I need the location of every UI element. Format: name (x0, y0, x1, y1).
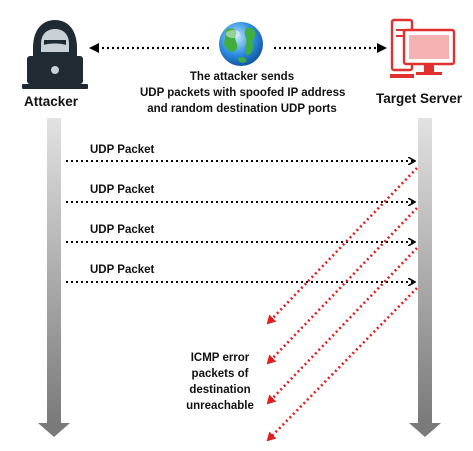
icmp-arrow-1 (266, 167, 418, 325)
description-line-3: and random destination UDP ports (147, 103, 337, 115)
icmp-arrow-3 (266, 247, 418, 405)
icmp-line-3: destination (189, 384, 251, 396)
icmp-error-caption: ICMP error packets of destination unreac… (180, 350, 260, 414)
udp-packet-label-3: UDP Packet (90, 224, 155, 236)
attacker-label: Attacker (24, 94, 79, 109)
icmp-line-1: ICMP error (190, 352, 250, 364)
server-computer-icon (390, 18, 456, 78)
target-server-label: Target Server (376, 91, 463, 106)
description-line-2: UDP packets with spoofed IP address (140, 87, 346, 99)
icmp-line-4: unreachable (186, 400, 254, 412)
attacker-lifeline (38, 118, 70, 437)
icmp-arrow-2 (266, 207, 418, 365)
udp-packet-label-4: UDP Packet (90, 264, 155, 276)
globe-icon (219, 22, 263, 66)
target-lifeline (409, 118, 441, 437)
hooded-hacker-icon (22, 20, 88, 89)
udp-packet-label-2: UDP Packet (90, 184, 155, 196)
udp-packet-label-1: UDP Packet (90, 144, 155, 156)
attack-description: The attacker sends UDP packets with spoo… (140, 69, 346, 117)
icmp-arrow-4 (266, 287, 418, 442)
top-connection-line (89, 43, 387, 53)
description-line-1: The attacker sends (189, 71, 295, 83)
icmp-line-2: packets of (191, 368, 249, 380)
